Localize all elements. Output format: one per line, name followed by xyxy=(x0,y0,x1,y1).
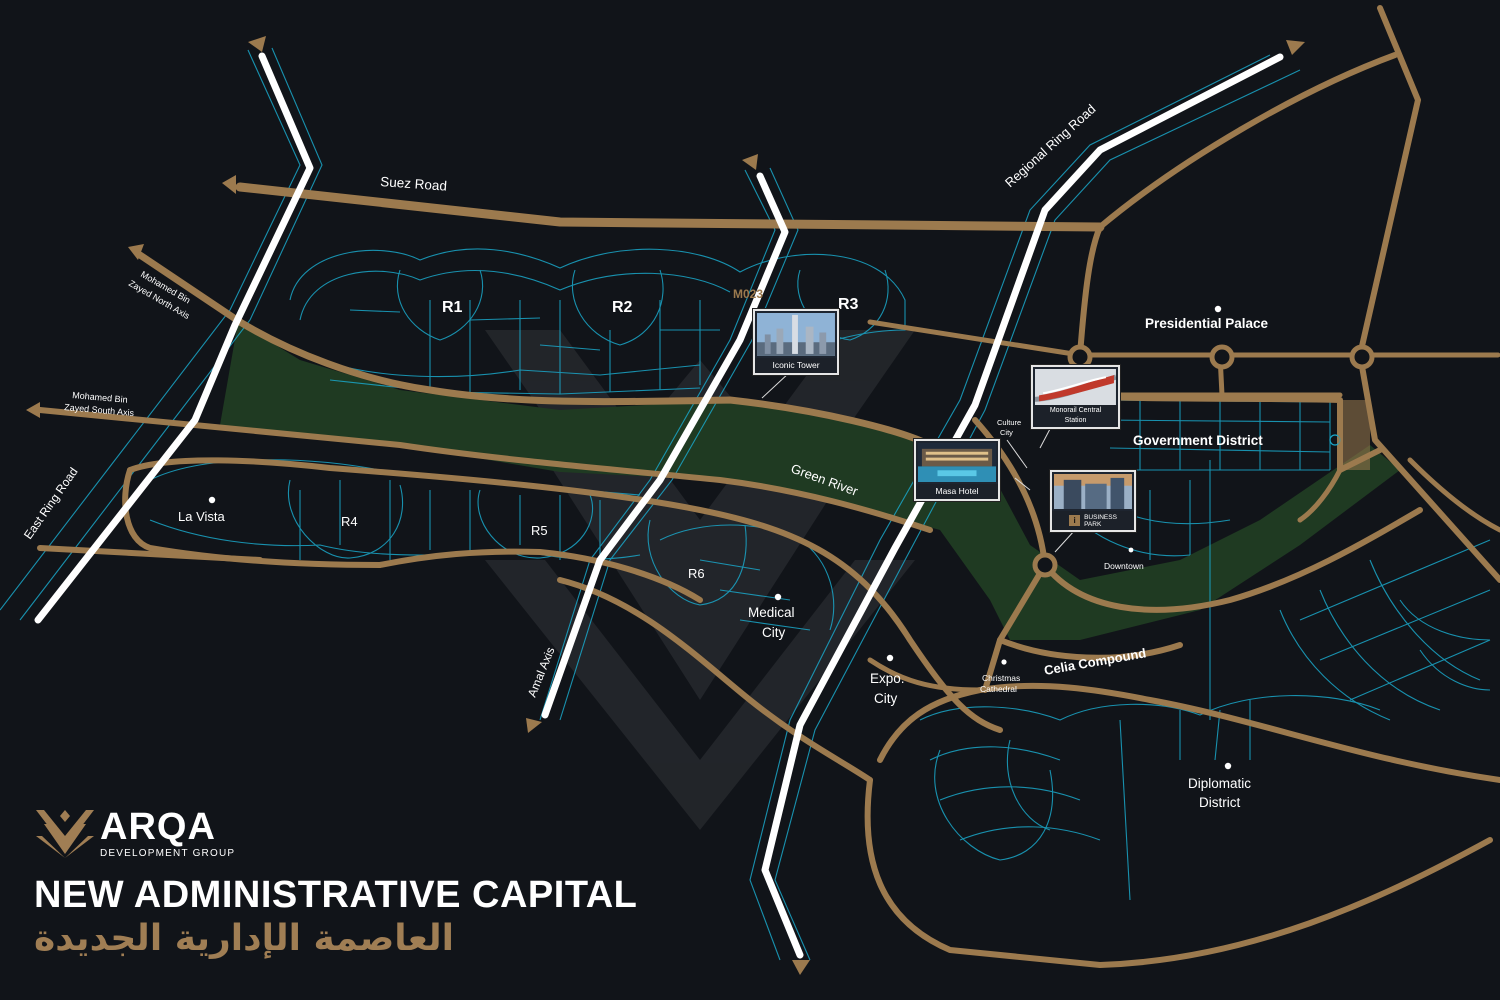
label-regional-ring-road: Regional Ring Road xyxy=(1002,101,1099,190)
label-medical-city-2: City xyxy=(762,625,785,640)
label-presidential-palace: Presidential Palace xyxy=(1145,316,1269,331)
iconic-tower-image xyxy=(757,313,835,356)
monorail-caption-line1: Monorail Central xyxy=(1049,407,1102,414)
masa-hotel-caption: Masa Hotel xyxy=(916,484,998,499)
arrow-mbz-north xyxy=(128,244,144,260)
arrow-north-left xyxy=(248,36,266,52)
label-suez-road: Suez Road xyxy=(380,174,448,194)
monorail-caption-line2: Station xyxy=(1064,417,1087,424)
label-mbz-south-1: Mohamed Bin xyxy=(72,390,128,405)
arrow-south xyxy=(792,960,810,975)
arrow-regional-ne xyxy=(1286,40,1305,55)
business-park-icon: i xyxy=(1069,515,1081,526)
iconic-tower-caption: Iconic Tower xyxy=(755,358,837,373)
arrow-amal-north xyxy=(742,154,758,170)
main-roads xyxy=(37,5,1500,968)
label-r2: R2 xyxy=(612,299,633,316)
point-markers xyxy=(208,305,1232,770)
business-park-text: BUSINESS PARK xyxy=(1084,514,1117,528)
business-park-line2: PARK xyxy=(1084,520,1102,528)
business-park-caption: i BUSINESS PARK xyxy=(1052,511,1134,530)
monorail-image xyxy=(1035,369,1116,406)
label-east-ring-road: East Ring Road xyxy=(21,465,81,542)
label-celia-compound: Celia Compound xyxy=(1043,645,1147,678)
label-medical-city-1: Medical xyxy=(748,605,795,620)
label-expo-city-1: Expo. xyxy=(870,671,905,686)
government-block xyxy=(1338,400,1370,470)
label-government-district: Government District xyxy=(1133,433,1263,448)
brand-logo: ARQA DEVELOPMENT GROUP xyxy=(36,806,234,863)
label-expo-city-2: City xyxy=(874,691,897,706)
thumbnail-pointers xyxy=(761,371,1076,553)
label-culture-city-2: City xyxy=(1000,428,1013,437)
label-r4: R4 xyxy=(341,514,358,529)
label-r1: R1 xyxy=(442,299,463,316)
label-diplomatic-district-2: District xyxy=(1199,795,1240,810)
page-title-english: NEW ADMINISTRATIVE CAPITAL xyxy=(34,874,638,916)
brand-name: ARQA xyxy=(100,806,216,848)
label-downtown: Downtown xyxy=(1104,561,1144,571)
business-park-line1: BUSINESS xyxy=(1084,513,1117,521)
brand-subtitle: DEVELOPMENT GROUP xyxy=(100,848,236,859)
masa-hotel-image xyxy=(918,443,996,482)
green-river-area xyxy=(220,322,1400,640)
label-m023: M023 xyxy=(733,287,763,301)
road-arrows xyxy=(26,36,1305,975)
business-park-image xyxy=(1054,474,1132,510)
monorail-caption: Monorail Central Station xyxy=(1033,405,1118,427)
arrow-amal-south xyxy=(526,718,542,733)
label-la-vista: La Vista xyxy=(178,509,226,524)
label-r5: R5 xyxy=(531,523,548,538)
monorail-station-thumbnail[interactable]: Monorail Central Station xyxy=(1031,365,1120,429)
page-title-arabic: العاصمة الإدارية الجديدة xyxy=(34,918,454,959)
iconic-tower-thumbnail[interactable]: Iconic Tower xyxy=(753,309,839,375)
arqa-logo-icon xyxy=(36,810,94,858)
masa-hotel-thumbnail[interactable]: Masa Hotel xyxy=(914,439,1000,501)
label-christmas-cathedral-1: Christmas xyxy=(982,673,1020,683)
label-diplomatic-district-1: Diplomatic xyxy=(1188,776,1251,791)
label-culture-city-1: Culture xyxy=(997,418,1021,427)
arrow-suez-west xyxy=(222,175,236,194)
label-christmas-cathedral-2: Cathedral xyxy=(980,684,1017,694)
label-r6: R6 xyxy=(688,566,705,581)
arrow-mbz-south xyxy=(26,402,40,418)
business-park-thumbnail[interactable]: i BUSINESS PARK xyxy=(1050,470,1136,532)
label-r3: R3 xyxy=(838,296,859,313)
street-grid xyxy=(0,47,1491,961)
